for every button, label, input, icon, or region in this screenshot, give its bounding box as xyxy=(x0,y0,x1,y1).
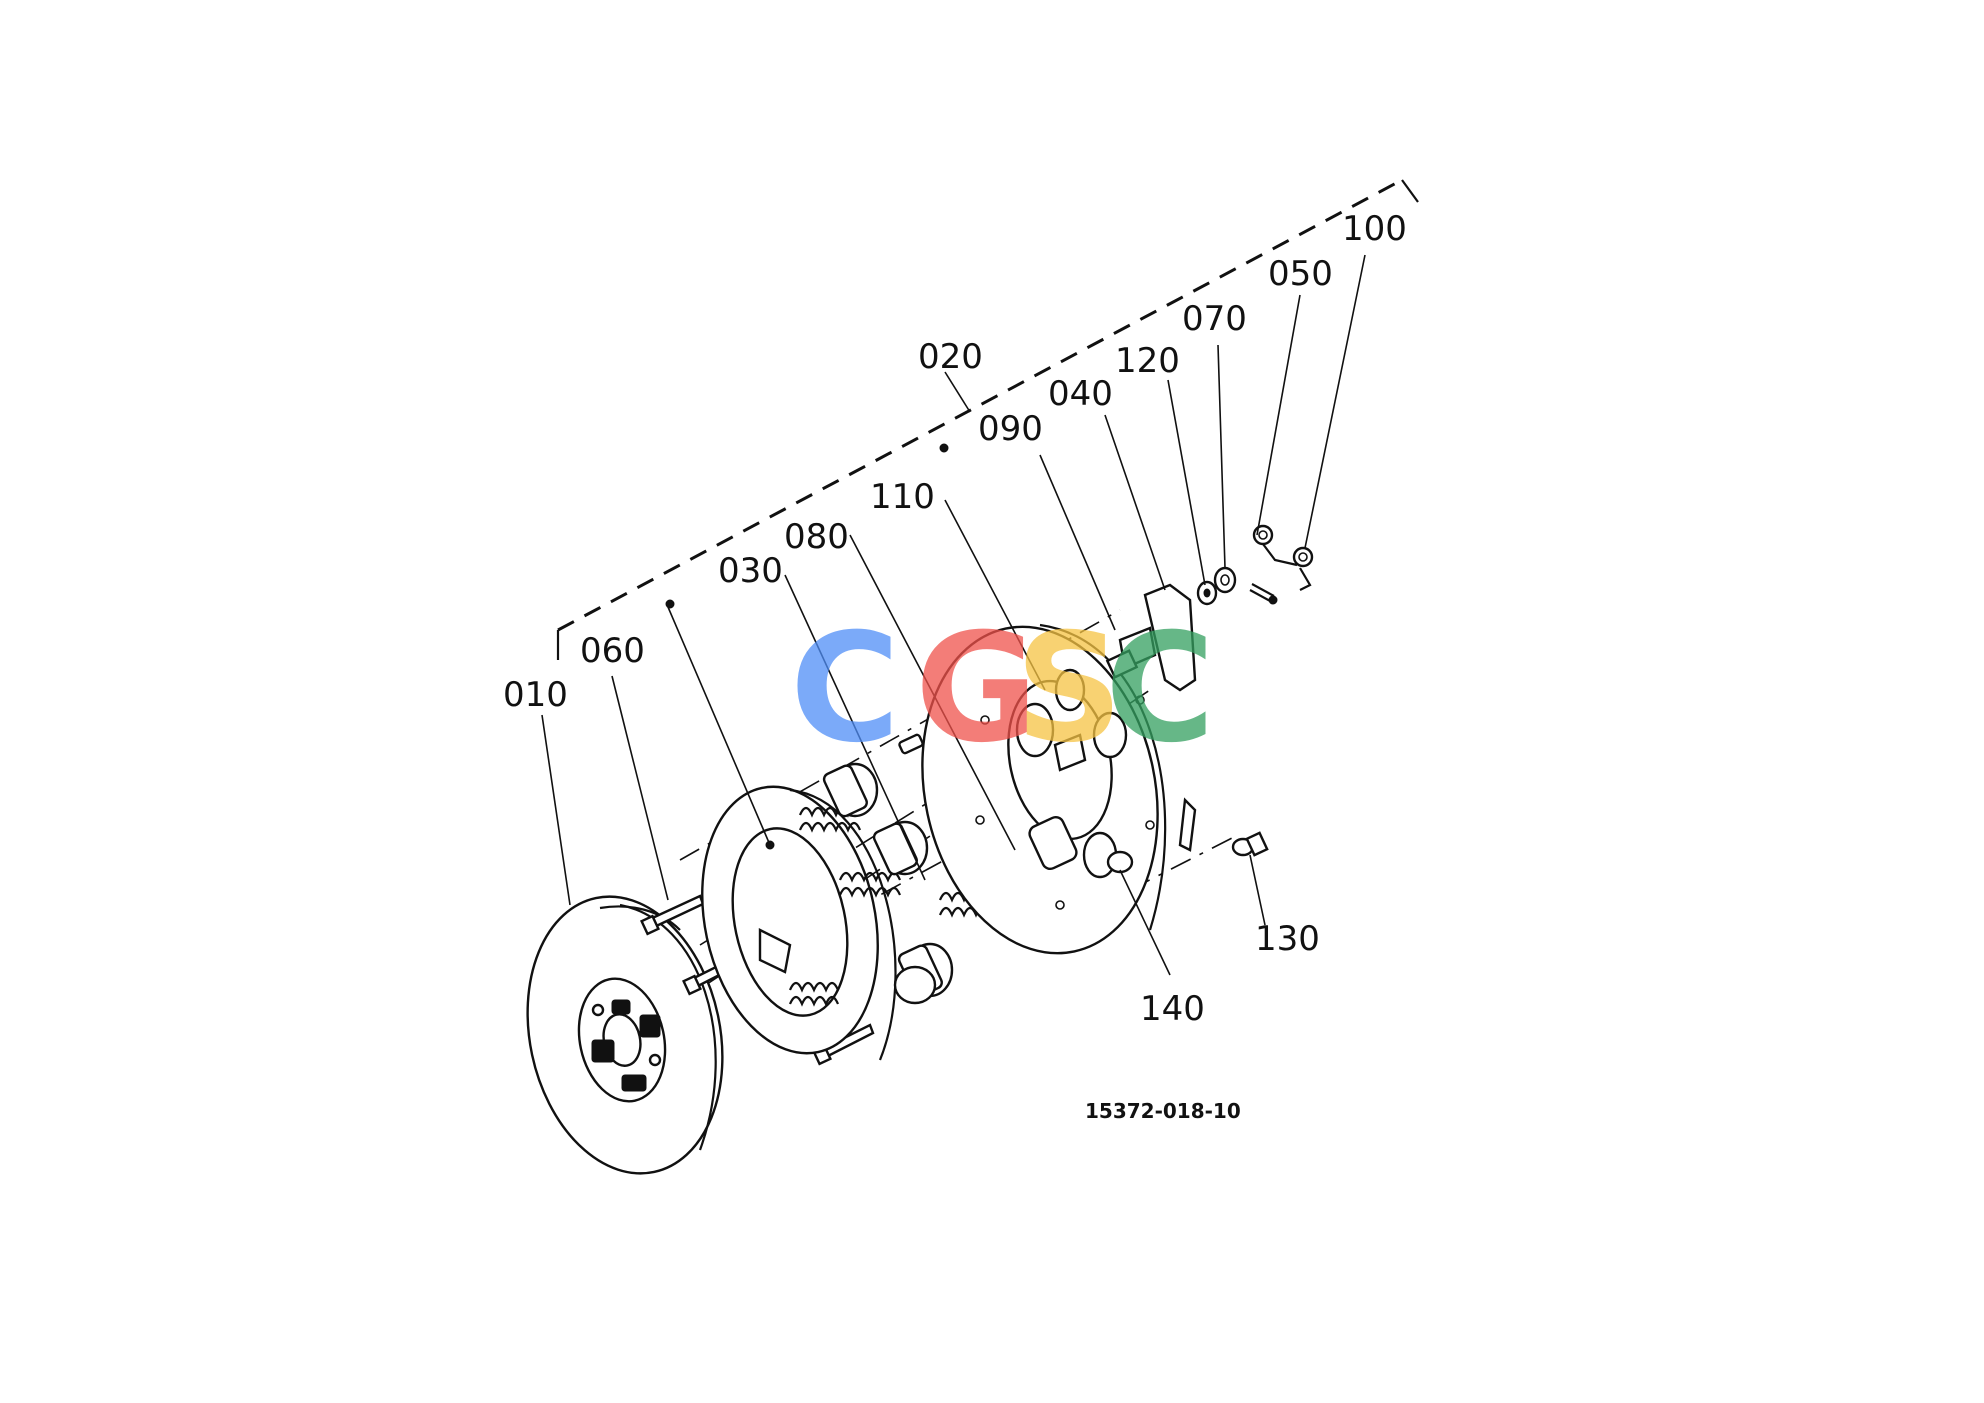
callout-labels: 010 060 030 080 110 090 040 120 070 050 … xyxy=(503,209,1407,1029)
clutch-disc xyxy=(526,895,724,1175)
adjusting-bolt xyxy=(1231,831,1269,857)
pressure-plate xyxy=(701,785,897,1061)
watermark-letter-3: S xyxy=(1015,602,1123,776)
split-pin xyxy=(1249,583,1278,605)
callout-120: 120 xyxy=(1115,341,1180,381)
pressure-springs xyxy=(788,762,1014,1007)
callout-060: 060 xyxy=(580,631,645,671)
callout-080: 080 xyxy=(784,517,849,557)
return-spring xyxy=(1252,524,1314,591)
callout-110: 110 xyxy=(870,477,935,517)
callout-050: 050 xyxy=(1268,254,1333,294)
callout-020: 020 xyxy=(918,337,983,377)
callout-070: 070 xyxy=(1182,299,1247,339)
callout-100: 100 xyxy=(1342,209,1407,249)
spring-bottom xyxy=(788,942,954,1007)
clutch-cover xyxy=(921,623,1197,955)
callout-140: 140 xyxy=(1140,989,1205,1029)
spring-upper xyxy=(798,762,879,833)
assembly-bracket xyxy=(556,178,1419,660)
leader-lines xyxy=(541,254,1366,976)
callout-130: 130 xyxy=(1255,919,1320,959)
bushing xyxy=(1106,850,1134,874)
callout-030: 030 xyxy=(718,551,783,591)
watermark-letter-4: C xyxy=(1105,602,1215,776)
watermark: C G S C xyxy=(790,602,1215,776)
watermark-letter-2: G xyxy=(915,602,1038,776)
callout-090: 090 xyxy=(978,409,1043,449)
watermark-letter-1: C xyxy=(790,602,900,776)
spring-middle xyxy=(838,820,929,898)
nut xyxy=(1213,566,1237,594)
callout-040: 040 xyxy=(1048,374,1113,414)
drawing-code: 15372-018-10 xyxy=(1085,1099,1241,1123)
washer xyxy=(1196,580,1218,606)
release-lever xyxy=(1105,583,1197,692)
release-pin xyxy=(898,733,924,755)
callout-010: 010 xyxy=(503,675,568,715)
